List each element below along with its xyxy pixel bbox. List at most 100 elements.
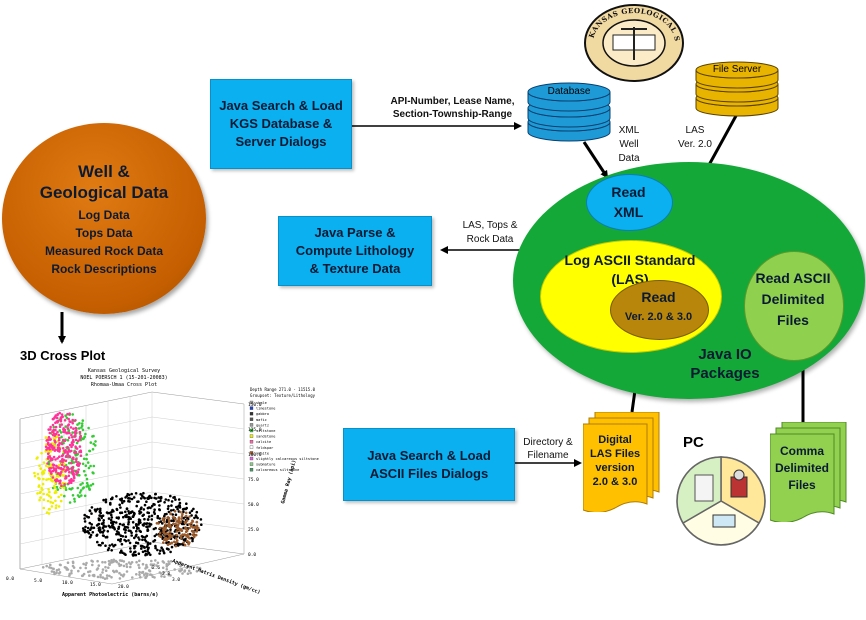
scatter-point [72, 479, 75, 482]
scatter-point [81, 419, 85, 422]
scatter-point [163, 513, 167, 516]
scatter-point [38, 477, 41, 481]
scatter-point [83, 494, 87, 498]
scatter-point [78, 430, 82, 434]
read-xml-line: Read [611, 184, 646, 200]
scatter-point [57, 568, 61, 571]
scatter-point [69, 426, 73, 429]
scatter-point [122, 564, 126, 568]
scatter-point [149, 506, 152, 510]
scatter-point [54, 470, 58, 473]
scatter-point [97, 522, 101, 526]
scatter-point [164, 528, 167, 531]
scatter-point [47, 477, 50, 481]
scatter-point [125, 570, 129, 573]
scatter-point [65, 416, 69, 420]
scatter-point [147, 511, 151, 515]
scatter-point [158, 531, 162, 535]
scatter-point [96, 559, 99, 563]
scatter-point [158, 508, 161, 512]
scatter-point [112, 520, 116, 524]
read-version-title: Read [641, 289, 676, 305]
scatter-point [134, 523, 138, 526]
scatter-point [184, 511, 188, 515]
scatter-point [95, 568, 99, 571]
scatter-point [71, 413, 74, 416]
scatter-point [58, 455, 61, 458]
scatter-point [91, 531, 95, 534]
scatter-point [111, 508, 114, 512]
scatter-point [107, 559, 111, 563]
scatter-point [99, 544, 102, 547]
scatter-point [63, 450, 67, 453]
scatter-point [171, 513, 174, 516]
scatter-point [167, 560, 170, 563]
database-icon [527, 82, 611, 142]
scatter-point [62, 468, 65, 471]
scatter-point [55, 435, 59, 439]
scatter-point [104, 569, 108, 572]
scatter-point [129, 562, 132, 566]
scatter-point [102, 521, 105, 524]
scatter-point [183, 520, 187, 524]
scatter-point [52, 466, 55, 469]
scatter-point [68, 443, 72, 447]
scatter-point [150, 518, 154, 521]
scatter-point [170, 504, 173, 507]
scatter-point [60, 470, 63, 474]
scatter-point [125, 562, 128, 566]
scatter-point [51, 433, 55, 437]
read-version-ellipse [610, 280, 709, 340]
scatter-point [167, 516, 171, 520]
scatter-point [54, 458, 57, 461]
scatter-point [96, 540, 99, 544]
scatter-point [56, 430, 59, 434]
scatter-point [52, 570, 56, 574]
arrow-database-to-readxml [582, 141, 609, 179]
scatter-point [104, 565, 107, 569]
scatter-point [171, 534, 174, 538]
tick-label-pe: 0.0 [6, 576, 14, 582]
scatter-point [71, 436, 74, 439]
scatter-point [153, 508, 156, 511]
scatter-point [71, 561, 75, 565]
scatter-point [94, 440, 97, 443]
scatter-point [132, 551, 136, 554]
scatter-point [79, 449, 82, 452]
scatter-point [167, 504, 170, 508]
digital-las-line: 2.0 & 3.0 [592, 476, 638, 488]
parse-box: Java Parse & Compute Lithology & Texture… [278, 216, 432, 286]
scatter-point [154, 559, 157, 562]
scatter-point [74, 419, 77, 422]
scatter-point [82, 562, 85, 566]
scatter-point [176, 539, 179, 542]
read-ascii-line: Read ASCII [755, 270, 831, 286]
scatter-point [146, 550, 149, 553]
scatter-point [179, 534, 183, 538]
scatter-point [108, 562, 111, 566]
scatter-point [146, 543, 150, 546]
scatter-point [70, 433, 73, 437]
scatter-point [125, 565, 129, 569]
scatter-point [73, 497, 76, 501]
scatter-point [54, 479, 57, 482]
scatter-point [63, 439, 67, 442]
legend-swatch [249, 451, 254, 455]
scatter-point [102, 524, 105, 527]
scatter-point [42, 477, 45, 481]
scatter-point [127, 512, 131, 515]
scatter-point [40, 451, 43, 455]
scatter-point [108, 544, 112, 547]
plot-xlabel: Apparent Photoelectric (barns/e) [62, 592, 158, 598]
scatter-point [172, 516, 175, 519]
scatter-point [179, 565, 182, 568]
scatter-point [49, 470, 53, 473]
scatter-point [181, 572, 184, 575]
scatter-point [170, 541, 174, 545]
scatter-point [188, 515, 191, 518]
scatter-point [47, 488, 50, 491]
scatter-point [36, 492, 39, 495]
scatter-point [146, 525, 150, 528]
scatter-point [66, 438, 70, 442]
legend-swatch [249, 400, 254, 405]
